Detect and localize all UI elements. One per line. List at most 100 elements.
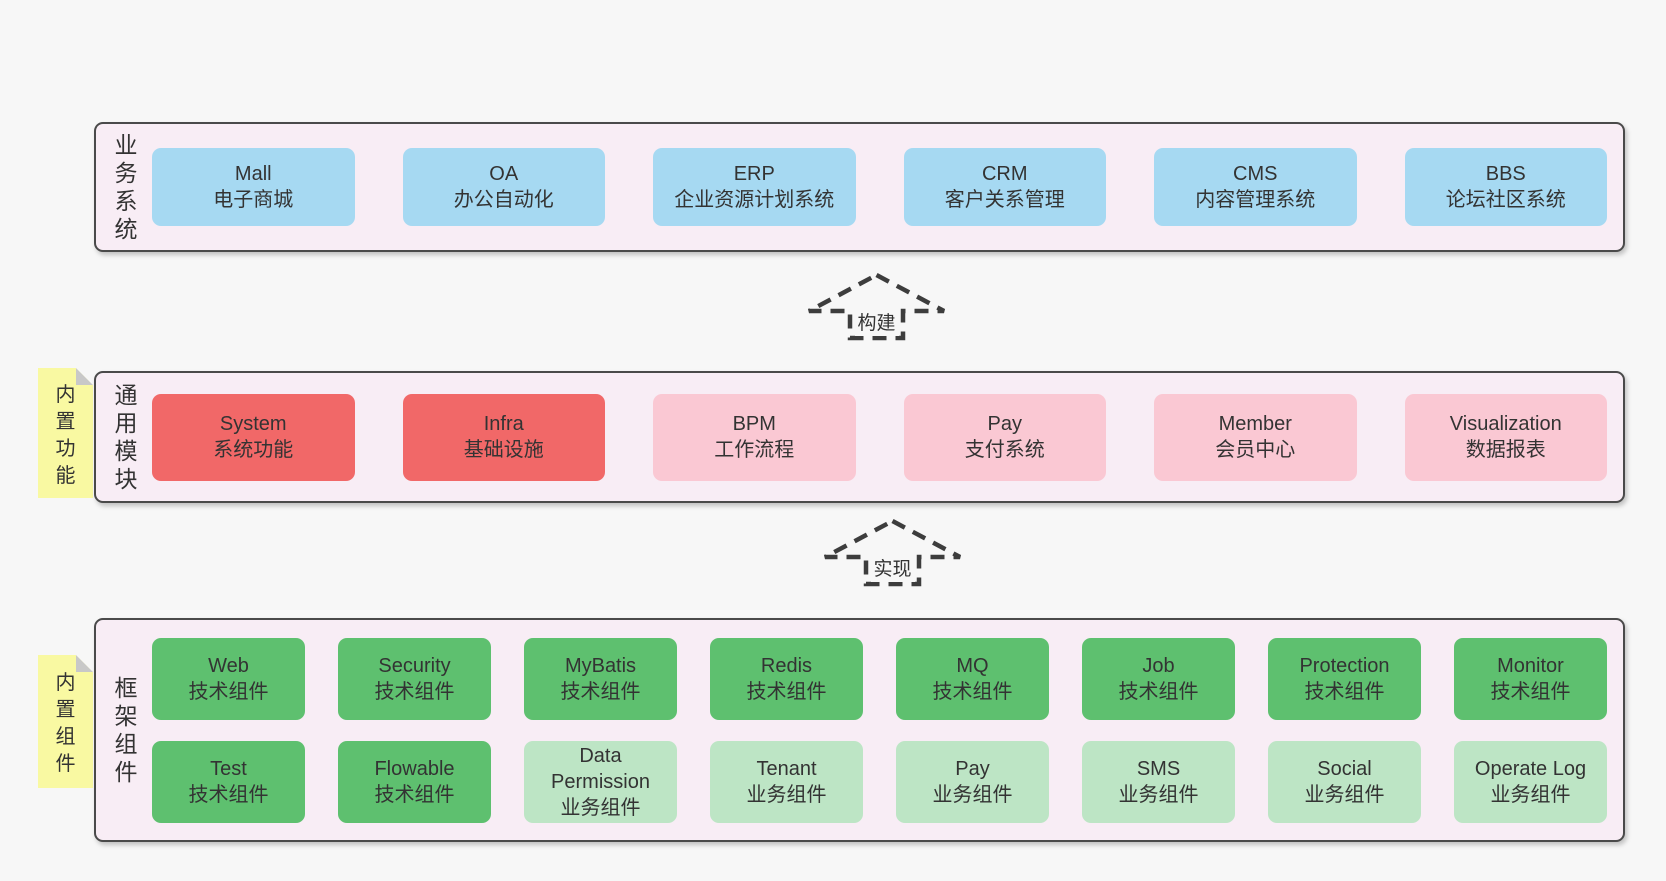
box-title: Protection — [1299, 654, 1390, 677]
sticky-built-in-features-label: 内置功能 — [55, 383, 76, 487]
box-title: SMS — [1136, 757, 1181, 780]
box-title: Flowable — [374, 757, 455, 780]
box-title: Security — [378, 654, 451, 677]
sticky-built-in-components-label: 内置组件 — [55, 672, 76, 776]
panel-common-modules: 通用模块 System 系统功能 Infra 基础设施 BPM 工作流程 Pay… — [94, 371, 1625, 503]
box-subtitle: 办公自动化 — [453, 189, 554, 211]
box-web: Web 技术组件 — [152, 637, 305, 720]
box-protection: Protection 技术组件 — [1268, 637, 1421, 720]
box-subtitle: 数据报表 — [1465, 439, 1546, 461]
sticky-built-in-components: 内置组件 — [38, 655, 93, 788]
box-subtitle: 内容管理系统 — [1195, 189, 1316, 211]
box-subtitle: 企业资源计划系统 — [674, 189, 835, 211]
box-monitor: Monitor 技术组件 — [1454, 637, 1607, 720]
box-erp: ERP 企业资源计划系统 — [653, 148, 856, 226]
box-title: MQ — [956, 654, 989, 677]
box-subtitle: 技术组件 — [188, 680, 269, 703]
box-mall: Mall 电子商城 — [152, 148, 355, 226]
box-member: Member 会员中心 — [1154, 393, 1357, 481]
box-title: CRM — [981, 163, 1028, 185]
box-subtitle: 会员中心 — [1215, 439, 1296, 461]
box-title: Visualization — [1449, 413, 1562, 435]
box-redis: Redis 技术组件 — [710, 637, 863, 720]
panel-framework-components: 框架组件 Web 技术组件 Security 技术组件 MyBatis 技术组件… — [94, 618, 1625, 842]
box-title: Web — [208, 654, 249, 677]
box-pay-module: Pay 支付系统 — [903, 393, 1106, 481]
box-title: ERP — [733, 163, 775, 185]
arrow-implement: 实现 — [822, 518, 963, 587]
box-subtitle: 基础设施 — [463, 439, 544, 461]
box-subtitle: 业务组件 — [560, 796, 641, 819]
components-boxes-grid: Web 技术组件 Security 技术组件 MyBatis 技术组件 Redi… — [152, 620, 1607, 840]
box-crm: CRM 客户关系管理 — [903, 148, 1106, 226]
box-title: Data Permission — [551, 744, 650, 793]
box-mq: MQ 技术组件 — [896, 637, 1049, 720]
box-subtitle: 技术组件 — [1118, 680, 1199, 703]
box-oa: OA 办公自动化 — [402, 148, 605, 226]
box-subtitle: 技术组件 — [188, 783, 269, 806]
box-infra: Infra 基础设施 — [402, 393, 605, 481]
box-flowable: Flowable 技术组件 — [338, 740, 491, 823]
box-data-permission: Data Permission 业务组件 — [524, 740, 677, 823]
box-mybatis: MyBatis 技术组件 — [524, 637, 677, 720]
box-title: Tenant — [756, 757, 817, 780]
box-title: Redis — [760, 654, 813, 677]
box-title: Infra — [483, 413, 524, 435]
box-visualization: Visualization 数据报表 — [1404, 393, 1607, 481]
panel-business-systems: 业务系统 Mall 电子商城 OA 办公自动化 ERP 企业资源计划系统 CRM… — [94, 122, 1625, 252]
arrow-build-label: 构建 — [854, 307, 899, 336]
box-bpm: BPM 工作流程 — [653, 393, 856, 481]
modules-boxes-row: System 系统功能 Infra 基础设施 BPM 工作流程 Pay 支付系统… — [152, 373, 1607, 501]
box-bbs: BBS 论坛社区系统 — [1404, 148, 1607, 226]
box-subtitle: 工作流程 — [714, 439, 795, 461]
box-subtitle: 客户关系管理 — [944, 189, 1065, 211]
dashed-up-arrow-icon — [823, 518, 962, 587]
box-subtitle: 业务组件 — [1118, 783, 1199, 806]
box-subtitle: 技术组件 — [1490, 680, 1571, 703]
box-cms: CMS 内容管理系统 — [1154, 148, 1357, 226]
box-job: Job 技术组件 — [1082, 637, 1235, 720]
box-social: Social 业务组件 — [1268, 740, 1421, 823]
box-security: Security 技术组件 — [338, 637, 491, 720]
box-subtitle: 技术组件 — [932, 680, 1013, 703]
components-row-2: Test 技术组件 Flowable 技术组件 Data Permission … — [152, 740, 1607, 823]
box-subtitle: 业务组件 — [1490, 783, 1571, 806]
box-subtitle: 技术组件 — [1304, 680, 1385, 703]
business-boxes-row: Mall 电子商城 OA 办公自动化 ERP 企业资源计划系统 CRM 客户关系… — [152, 124, 1607, 250]
arrow-build: 构建 — [806, 272, 947, 341]
box-title: CMS — [1233, 163, 1278, 185]
box-title: Job — [1142, 654, 1175, 677]
box-subtitle: 技术组件 — [374, 783, 455, 806]
box-tenant: Tenant 业务组件 — [710, 740, 863, 823]
box-title: MyBatis — [564, 654, 637, 677]
box-subtitle: 技术组件 — [560, 680, 641, 703]
arrow-implement-label: 实现 — [870, 553, 915, 582]
box-sms: SMS 业务组件 — [1082, 740, 1235, 823]
box-subtitle: 系统功能 — [213, 439, 294, 461]
sticky-fold-icon — [76, 655, 93, 672]
components-row-1: Web 技术组件 Security 技术组件 MyBatis 技术组件 Redi… — [152, 637, 1607, 720]
box-subtitle: 业务组件 — [746, 783, 827, 806]
sticky-fold-icon — [76, 368, 93, 385]
box-subtitle: 技术组件 — [746, 680, 827, 703]
box-subtitle: 论坛社区系统 — [1445, 189, 1566, 211]
box-title: Mall — [234, 163, 272, 185]
box-title: System — [219, 413, 287, 435]
box-title: BBS — [1485, 163, 1526, 185]
sticky-built-in-features: 内置功能 — [38, 368, 93, 498]
box-title: Pay — [987, 413, 1022, 435]
box-title: BPM — [732, 413, 776, 435]
box-subtitle: 电子商城 — [213, 189, 294, 211]
box-title: Monitor — [1497, 654, 1564, 677]
panel-business-label: 业务系统 — [114, 132, 138, 242]
box-test: Test 技术组件 — [152, 740, 305, 823]
box-title: Social — [1317, 757, 1372, 780]
box-operate-log: Operate Log 业务组件 — [1454, 740, 1607, 823]
box-subtitle: 业务组件 — [1304, 783, 1385, 806]
box-title: Pay — [955, 757, 990, 780]
box-title: OA — [489, 163, 519, 185]
box-subtitle: 技术组件 — [374, 680, 455, 703]
box-pay-component: Pay 业务组件 — [896, 740, 1049, 823]
box-title: Member — [1218, 413, 1292, 435]
